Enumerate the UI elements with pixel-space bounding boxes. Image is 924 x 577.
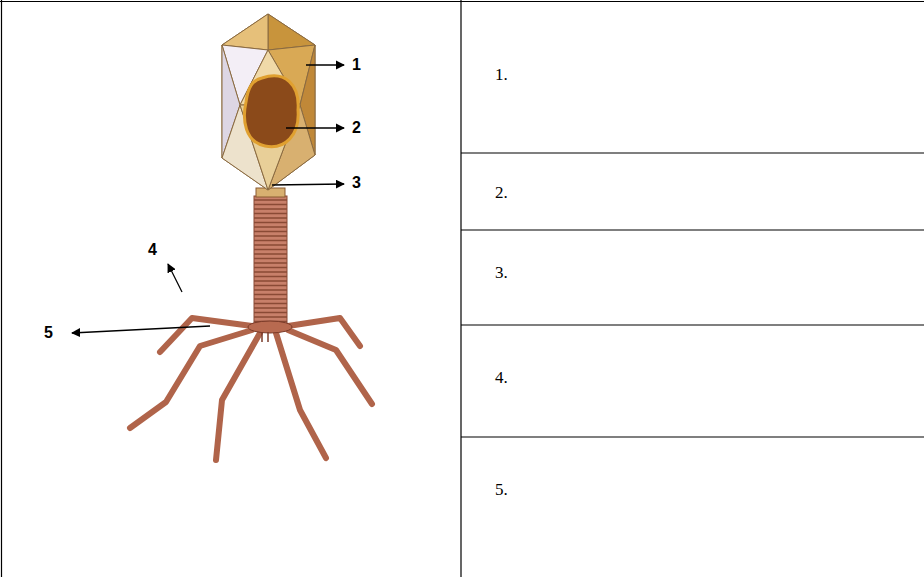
table-cell: 2. xyxy=(495,183,508,203)
tail-fibers xyxy=(130,318,372,460)
capsid-head xyxy=(222,14,315,190)
callout-number: 2 xyxy=(352,118,361,137)
table-cell: 3. xyxy=(495,263,508,283)
genetic-material xyxy=(244,76,298,147)
table-cell: 5. xyxy=(495,480,508,500)
leader-lines xyxy=(72,65,344,333)
sheath-rings xyxy=(254,200,287,322)
base-plate xyxy=(248,321,292,333)
table-cell: 4. xyxy=(495,368,508,388)
table-cell: 1. xyxy=(495,65,508,85)
tail-sheath xyxy=(254,196,287,324)
collar xyxy=(256,188,285,197)
callout-number: 1 xyxy=(352,55,361,74)
callout-number: 5 xyxy=(44,323,53,342)
callout-number: 3 xyxy=(352,173,361,192)
callout-number: 4 xyxy=(148,240,157,259)
